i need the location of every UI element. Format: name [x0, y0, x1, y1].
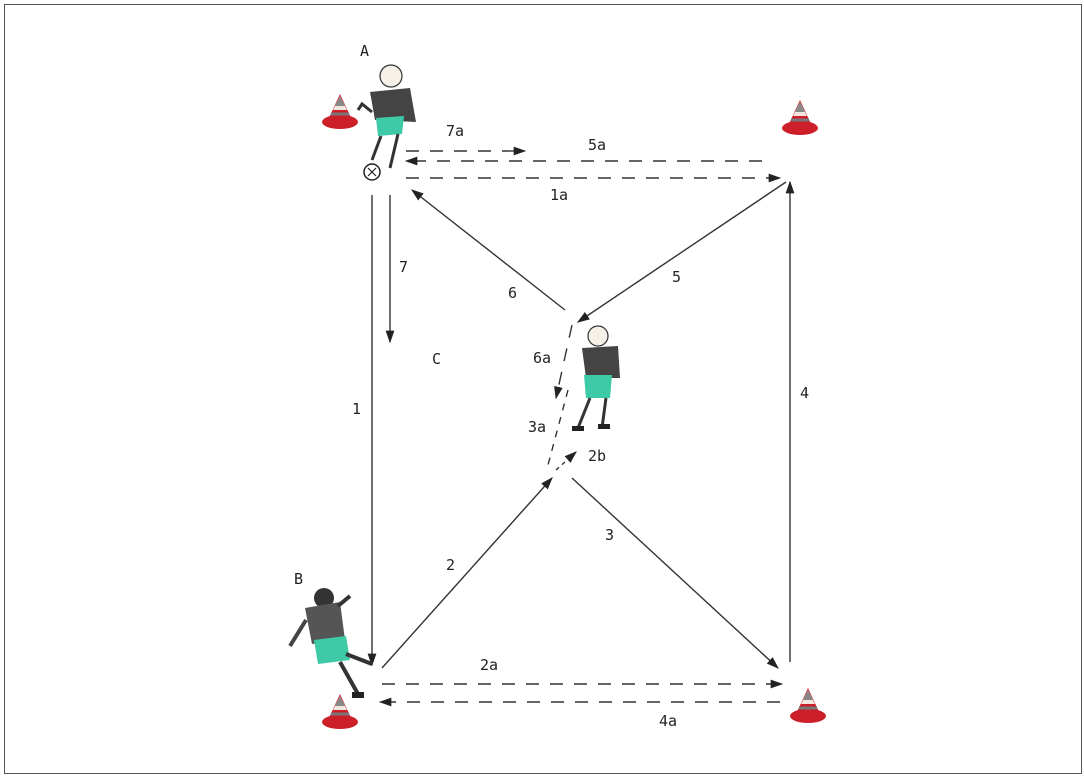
player-c [572, 326, 620, 431]
label-1: 1 [352, 400, 361, 418]
label-6: 6 [508, 284, 517, 302]
player-a [358, 65, 416, 180]
label-3: 3 [605, 526, 614, 544]
cone-top-right [782, 100, 818, 135]
label-b: B [294, 570, 303, 588]
label-4a: 4a [659, 712, 677, 730]
label-2b: 2b [588, 447, 606, 465]
cone-bottom-right [790, 688, 826, 723]
label-6a: 6a [533, 349, 551, 367]
label-2a: 2a [480, 656, 498, 674]
label-5a: 5a [588, 136, 606, 154]
arrow-6a [556, 325, 572, 398]
label-c: C [432, 350, 441, 368]
arrow-3 [572, 478, 778, 668]
cone-bottom-left [322, 694, 358, 729]
label-7: 7 [399, 258, 408, 276]
cone-top-left [322, 94, 358, 129]
label-4: 4 [800, 384, 809, 402]
label-3a: 3a [528, 418, 546, 436]
label-7a: 7a [446, 122, 464, 140]
label-a: A [360, 42, 369, 60]
arrow-2b [556, 452, 576, 470]
arrow-3a [548, 390, 568, 465]
arrow-5 [578, 182, 786, 322]
arrow-6 [412, 190, 565, 310]
arrow-2 [382, 478, 552, 668]
label-5: 5 [672, 268, 681, 286]
player-b [290, 588, 372, 698]
label-1a: 1a [550, 186, 568, 204]
solid-arrows [372, 182, 790, 668]
label-2: 2 [446, 556, 455, 574]
